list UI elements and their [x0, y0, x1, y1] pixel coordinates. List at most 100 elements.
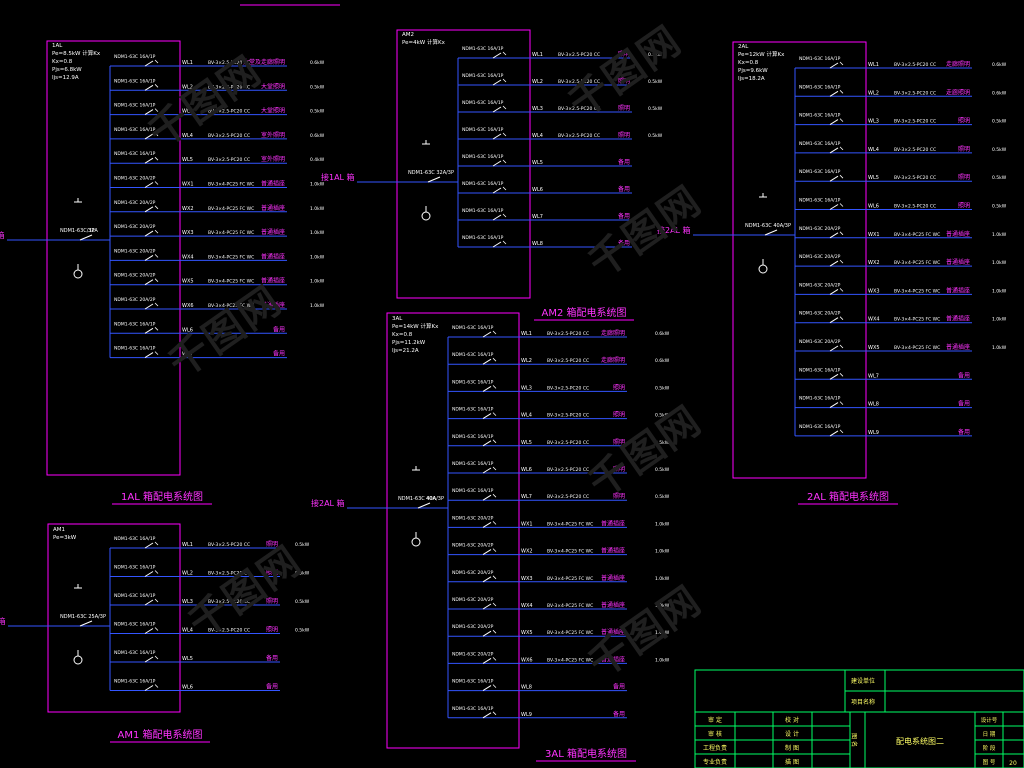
branch-cable-spec: BV-3×2.5-PC20 CC	[558, 52, 600, 58]
branch-breaker-symbol	[154, 541, 159, 546]
branch-breaker-symbol	[144, 685, 154, 691]
branch-breaker-label: NDM1-63C 20A/2P	[799, 282, 841, 288]
check-label: 审 核	[708, 730, 722, 738]
main-breaker-symbol	[427, 176, 441, 183]
branch-circuit-id: WL2	[521, 358, 532, 364]
branch-breaker-symbol	[144, 303, 154, 310]
branch-circuit-id: WL6	[182, 327, 193, 333]
branch-breaker-label: NDM1-63C 20A/2P	[114, 273, 156, 279]
panel-header-line: Pjs=6.8kW	[52, 67, 82, 73]
branch-breaker-symbol	[144, 206, 154, 213]
branch-load-name: 照明	[958, 203, 970, 210]
branch-cable-spec: BV-3×2.5-PC20 CC	[208, 599, 250, 605]
branch-breaker-symbol	[829, 317, 839, 324]
main-breaker-symbol	[79, 234, 93, 241]
branch-breaker-symbol	[492, 187, 502, 194]
branch-breaker-symbol	[839, 316, 844, 320]
branch-breaker-symbol	[829, 175, 839, 182]
branch-load-name: 走廊照明	[946, 88, 970, 96]
branch-load-name: 室外照明	[261, 155, 285, 163]
branch-cable-spec: BV-3×4-PC25 FC WC	[208, 303, 254, 309]
branch-circuit-id: WL7	[182, 352, 193, 358]
branch-power: 1.0kW	[655, 576, 670, 582]
branch-power: 1.0kW	[655, 603, 670, 609]
branch-power: 0.5kW	[655, 440, 670, 446]
branch-breaker-symbol	[492, 602, 497, 607]
branch-breaker-label: NDM1-63C 16A/1P	[452, 488, 494, 494]
branch-power: 0.5kW	[648, 133, 663, 139]
panel-header-line: Pe=4kW 计算Kx	[402, 38, 446, 46]
branch-cable-spec: BV-3×2.5-PC20 CC	[208, 84, 250, 90]
branch-breaker-label: NDM1-63C 20A/2P	[452, 624, 494, 630]
project-unit-label: 建设单位	[851, 677, 875, 685]
branch-breaker-symbol	[492, 629, 497, 634]
branch-power: 1.0kW	[992, 288, 1007, 294]
branch-cable-spec: BV-3×2.5-PC20 CC	[894, 119, 936, 125]
branch-breaker-symbol	[492, 52, 502, 59]
incoming-feed-label: 接1AL 箱	[0, 616, 6, 626]
branch-power: 0.6kW	[992, 62, 1007, 68]
branch-circuit-id: WX4	[182, 254, 194, 260]
branch-breaker-label: NDM1-63C 16A/1P	[462, 127, 504, 133]
sheet-label: 图 号	[983, 758, 996, 766]
branch-cable-spec: BV-3×4-PC25 FC WC	[208, 279, 254, 285]
branch-power: 1.0kW	[655, 549, 670, 555]
panel-header-line: Kx=0.8	[52, 59, 73, 65]
branch-circuit-id: WL1	[532, 52, 543, 58]
panel-box	[732, 41, 867, 479]
branch-breaker-symbol	[829, 373, 839, 380]
branch-breaker-label: NDM1-63C 16A/1P	[799, 198, 841, 204]
branch-load-name: 照明	[958, 174, 970, 181]
branch-breaker-symbol	[829, 345, 839, 352]
branch-breaker-symbol	[482, 712, 492, 719]
incoming-feed-label: 接2AL 箱	[657, 225, 691, 235]
branch-circuit-id: WX4	[521, 603, 533, 609]
branch-breaker-label: NDM1-63C 16A/1P	[114, 346, 156, 352]
branch-breaker-symbol	[482, 630, 492, 637]
main-amp-label: 40A	[426, 496, 436, 502]
branch-breaker-symbol	[492, 79, 502, 86]
branch-breaker-label: NDM1-63C 16A/1P	[114, 321, 156, 327]
branch-cable-spec: BV-3×4-PC25 FC WC	[547, 576, 593, 582]
branch-breaker-symbol	[154, 229, 159, 234]
branch-breaker-symbol	[482, 440, 492, 447]
branch-circuit-id: WX6	[182, 303, 194, 309]
panel-box	[386, 312, 520, 749]
branch-load-name: 备用	[958, 371, 970, 379]
branch-cable-spec: BV-3×4-PC25 FC WC	[894, 345, 940, 351]
project-name-label: 项目名称	[851, 698, 875, 706]
branch-breaker-symbol	[482, 494, 492, 501]
branch-power: 1.0kW	[310, 230, 325, 236]
branch-load-name: 照明	[266, 570, 278, 577]
branch-breaker-symbol	[829, 147, 839, 154]
branch-breaker-label: NDM1-63C 16A/1P	[462, 208, 504, 214]
phase-label: 阶 段	[983, 744, 996, 752]
branch-circuit-id: WL1	[868, 62, 879, 68]
branch-circuit-id: WL2	[182, 84, 193, 90]
branch-power: 0.5kW	[648, 52, 663, 58]
branch-circuit-id: WX3	[521, 576, 533, 582]
branch-circuit-id: WX5	[182, 279, 194, 285]
branch-power: 1.0kW	[992, 232, 1007, 238]
branch-power: 1.0kW	[310, 279, 325, 285]
branch-load-name: 照明	[266, 598, 278, 605]
branch-breaker-symbol	[154, 181, 159, 185]
branch-cable-spec: BV-3×4-PC25 FC WC	[208, 182, 254, 188]
branch-circuit-id: WL3	[182, 599, 193, 605]
branch-breaker-symbol	[839, 146, 844, 151]
branch-cable-spec: BV-3×2.5-PC20 CC	[894, 175, 936, 181]
panel-header-line: Ijs=18.2A	[738, 76, 765, 82]
